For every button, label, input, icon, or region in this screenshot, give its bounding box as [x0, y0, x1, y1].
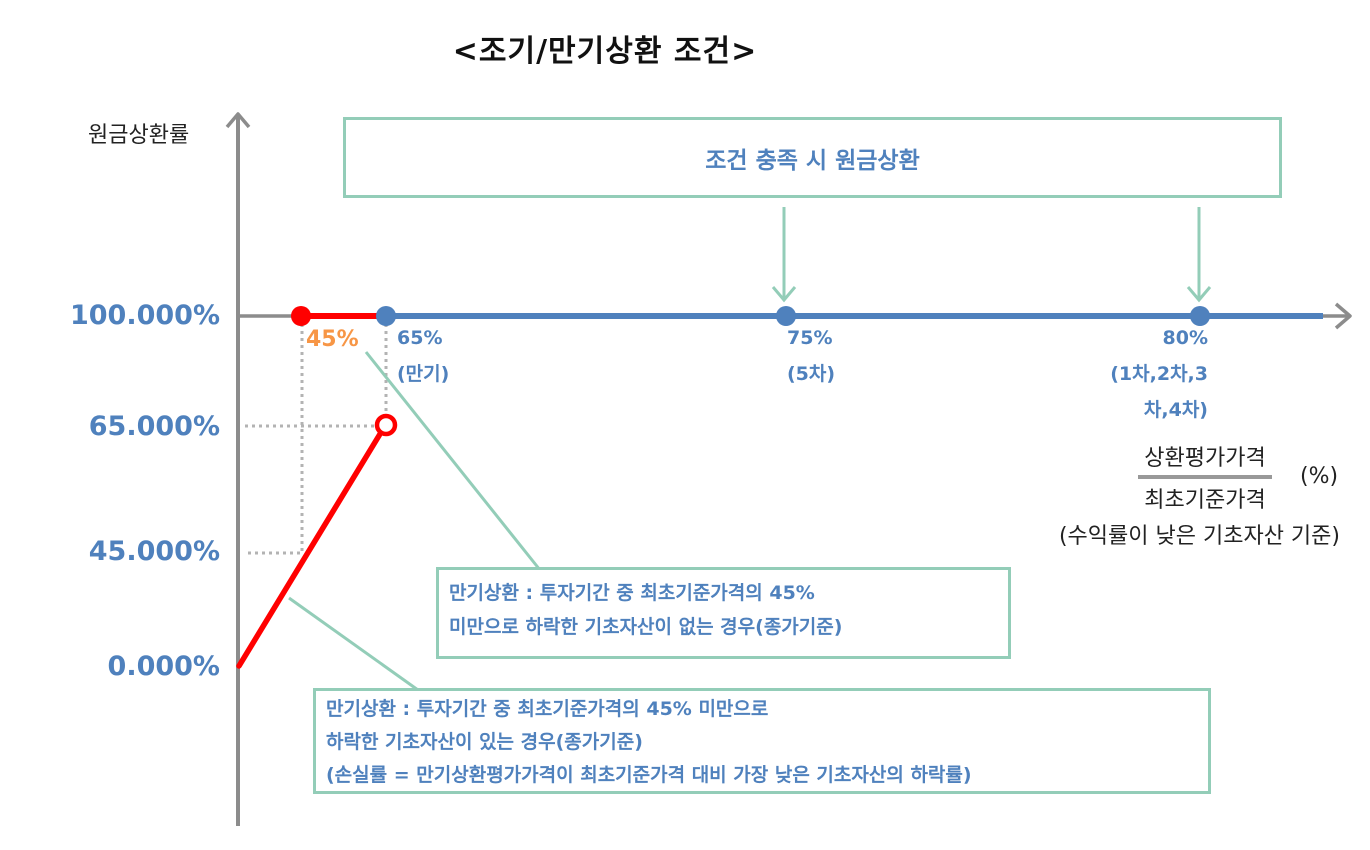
open-circle-marker-65	[374, 413, 398, 437]
marker-75-blue	[776, 306, 796, 326]
red-loss-slope	[236, 431, 383, 669]
x-axis-basis-note: (수익률이 낮은 기초자산 기준)	[1058, 524, 1340, 549]
x-axis-denominator: 최초기준가격	[1144, 488, 1266, 513]
callout-maturity-no-breach: 만기상환 : 투자기간 중 최초기준가격의 45% 미만으로 하락한 기초자산이…	[436, 567, 1011, 659]
x-axis-fraction-label: 상환평가가격 최초기준가격	[1100, 440, 1310, 514]
label-80-value: 80%	[1162, 327, 1208, 349]
note1-line-1: 만기상환 : 투자기간 중 최초기준가격의 45%	[449, 582, 815, 604]
label-80-note-2: 차,4차)	[1143, 399, 1208, 421]
label-65-note: (만기)	[397, 363, 450, 385]
page-title: <조기/만기상환 조건>	[452, 34, 758, 69]
label-80-early: 80% (1차,2차,3 차,4차)	[1080, 320, 1208, 428]
x-axis-numerator: 상환평가가격	[1138, 440, 1272, 479]
label-65-maturity: 65% (만기)	[397, 320, 449, 392]
label-75-note: (5차)	[787, 363, 836, 385]
label-80-note-1: (1차,2차,3	[1110, 363, 1208, 385]
y-tick-0: 0.000%	[107, 651, 220, 682]
note2-line-3: (손실률 = 만기상환평가가격이 최초기준가격 대비 가장 낮은 기초자산의 하…	[326, 764, 972, 786]
y-axis-label: 원금상환률	[88, 123, 190, 148]
label-45-percent: 45%	[306, 327, 359, 352]
y-tick-100: 100.000%	[69, 300, 220, 331]
arrow-to-75-head-icon	[771, 286, 797, 303]
callout-maturity-breach: 만기상환 : 투자기간 중 최초기준가격의 45% 미만으로 하락한 기초자산이…	[313, 688, 1211, 794]
note1-line-2: 미만으로 하락한 기초자산이 없는 경우(종가기준)	[449, 616, 843, 638]
label-65-value: 65%	[397, 327, 443, 349]
x-axis-arrow-icon	[1334, 302, 1352, 330]
note2-line-2: 하락한 기초자산이 있는 경우(종가기준)	[326, 731, 643, 753]
x-axis-unit: (%)	[1300, 464, 1339, 489]
y-tick-65: 65.000%	[88, 411, 220, 442]
y-axis-arrow-icon	[225, 112, 251, 129]
label-75-5th: 75% (5차)	[787, 320, 835, 392]
y-tick-45: 45.000%	[88, 536, 220, 567]
leader-line-note1	[364, 351, 542, 571]
callout-repayment-condition: 조건 충족 시 원금상환	[343, 117, 1282, 198]
marker-45-red	[291, 306, 311, 326]
label-75-value: 75%	[787, 327, 833, 349]
note2-line-1: 만기상환 : 투자기간 중 최초기준가격의 45% 미만으로	[326, 698, 769, 720]
arrow-to-80-head-icon	[1186, 286, 1212, 303]
marker-80-blue	[1190, 306, 1210, 326]
leader-line-note2	[288, 596, 419, 692]
marker-65-blue	[376, 306, 396, 326]
